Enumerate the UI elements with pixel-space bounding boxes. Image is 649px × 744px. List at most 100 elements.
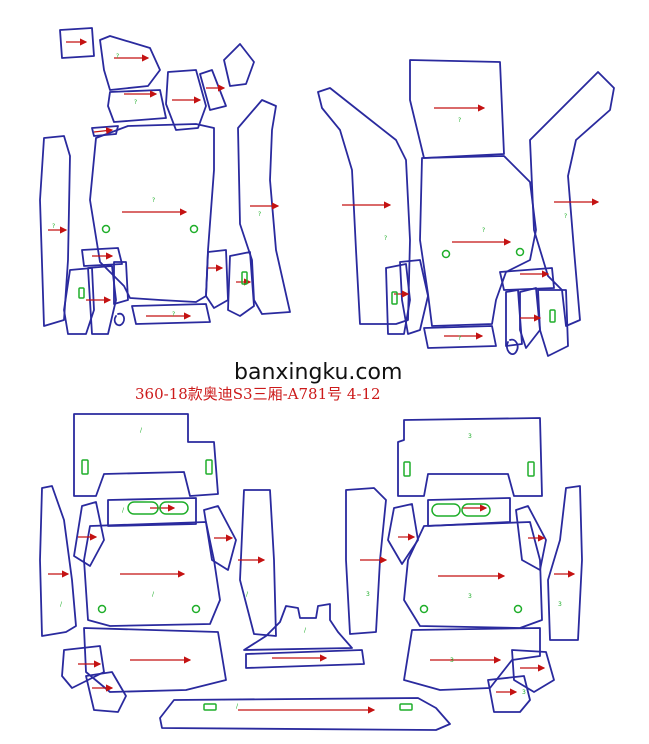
piece-mark: 3 (366, 591, 370, 598)
pattern-piece-foot-tab (81, 247, 123, 267)
piece-mark: ? (458, 335, 461, 342)
piece-mark: 3 (450, 657, 454, 664)
cutout-slot (78, 287, 85, 299)
pattern-piece-bottom-bar (131, 303, 211, 325)
pattern-piece-foot-inner (113, 261, 129, 305)
pattern-piece-foot-right (85, 671, 127, 713)
pattern-piece-left-wing (317, 87, 411, 325)
pattern-piece-top-panel (397, 417, 543, 497)
pattern-piece-console-tray (427, 497, 511, 527)
pattern-piece-left-strip (39, 485, 77, 637)
pattern-set-center: / / (159, 603, 451, 731)
piece-mark: ? (134, 99, 137, 106)
watermark: banxingku.com (234, 360, 403, 385)
pattern-piece-mid-right (199, 69, 227, 111)
pattern-piece-right-strip (239, 489, 277, 637)
piece-mark: 3 (558, 601, 562, 608)
cutout-circle (191, 604, 201, 614)
pattern-piece-right-strip (547, 485, 583, 641)
piece-mark: / (152, 591, 155, 598)
pattern-piece-tiny-tab (499, 267, 555, 291)
cutout-slot (461, 503, 491, 517)
cutout-slot (527, 461, 535, 477)
piece-mark: ? (172, 311, 175, 318)
pattern-piece-mid-left (107, 89, 167, 123)
pattern-set-2: ? ? ? ? ? (317, 59, 615, 357)
piece-mark: 3 (468, 433, 472, 440)
pattern-piece-bottom-bar (423, 325, 497, 349)
cutout-slot (241, 271, 248, 285)
pattern-piece-left-foot (385, 263, 411, 335)
pattern-piece-footwell (83, 627, 227, 693)
pattern-piece-foot-mid (87, 265, 117, 335)
pattern-piece-main-floor (419, 155, 537, 327)
pattern-piece-inner-tab (73, 501, 105, 567)
piece-mark: ? (52, 223, 55, 230)
piece-mark: ? (482, 227, 485, 234)
cutout-slot (81, 459, 89, 475)
pattern-piece-loop (506, 338, 519, 355)
pattern-piece-loop (113, 312, 125, 327)
cutout-circle (515, 247, 525, 257)
piece-mark: ? (458, 117, 461, 124)
pattern-piece-upper-strip (99, 35, 161, 91)
cutout-slot (549, 309, 556, 323)
piece-mark: / (246, 591, 249, 598)
pattern-piece-mid-center (165, 69, 207, 131)
cutout-slot (159, 501, 189, 515)
pattern-piece-console-tray (107, 497, 197, 527)
pattern-piece-corner-tab (223, 43, 255, 87)
cutout-slot (391, 291, 398, 305)
pattern-piece-tiny-tab (91, 125, 119, 137)
piece-mark: 3 (522, 689, 526, 696)
pattern-piece-footwell (403, 627, 541, 691)
piece-mark: ? (384, 235, 387, 242)
pattern-piece-right-foot-2 (227, 251, 255, 317)
cutout-slot (403, 461, 411, 477)
pattern-piece-foot-left (61, 645, 105, 689)
cutout-circle (189, 224, 199, 234)
cutout-circle (97, 604, 107, 614)
pattern-piece-inner-tab (387, 503, 419, 565)
piece-mark: / (304, 627, 307, 634)
piece-mark: 3 (468, 593, 472, 600)
pattern-piece-main-floor (89, 123, 215, 303)
pattern-piece-foot-left (487, 675, 531, 713)
pattern-piece-tunnel (243, 603, 353, 651)
cutout-slot (399, 703, 413, 711)
cutout-circle (101, 224, 111, 234)
cutout-circle (419, 604, 429, 614)
pattern-piece-right-foot-2 (519, 287, 541, 349)
pattern-piece-inner-tab-right (203, 505, 237, 571)
pattern-set-4: 3 3 3 3 3 3 (345, 417, 583, 713)
pattern-piece-inner-tab-right (515, 505, 547, 571)
pattern-piece-tunnel-strip (245, 649, 365, 669)
pattern-set-3: / / / / / (39, 413, 277, 713)
piece-mark: ? (564, 213, 567, 220)
pattern-piece-top-panel (73, 413, 219, 497)
piece-mark: ? (116, 53, 119, 60)
cutout-slot (205, 459, 213, 475)
piece-mark: ? (152, 197, 155, 204)
pattern-piece-right-foot (505, 289, 523, 347)
cutout-circle (441, 249, 451, 259)
piece-mark: ? (258, 211, 261, 218)
piece-mark: / (140, 427, 143, 434)
pattern-piece-left-strip (345, 487, 387, 635)
pattern-piece-top-panel (409, 59, 505, 159)
piece-mark: / (236, 703, 239, 710)
pattern-piece-left-strip (39, 135, 71, 327)
pattern-piece-right-foot (205, 249, 229, 309)
cutout-slot (203, 703, 217, 711)
pattern-piece-trunk-mat (159, 697, 451, 731)
grain-arrow (93, 127, 114, 135)
piece-mark: / (122, 507, 125, 514)
piece-mark: / (60, 601, 63, 608)
pattern-set-1: ? ? ? ? ? ? (39, 27, 291, 335)
cutout-slot (127, 501, 159, 515)
cutout-slot (431, 503, 461, 517)
pattern-piece-foot-right (511, 649, 555, 693)
pattern-caption: 360-18款奥迪S3三厢-A781号 4-12 (135, 385, 381, 403)
pattern-piece-small-tab (59, 27, 95, 59)
